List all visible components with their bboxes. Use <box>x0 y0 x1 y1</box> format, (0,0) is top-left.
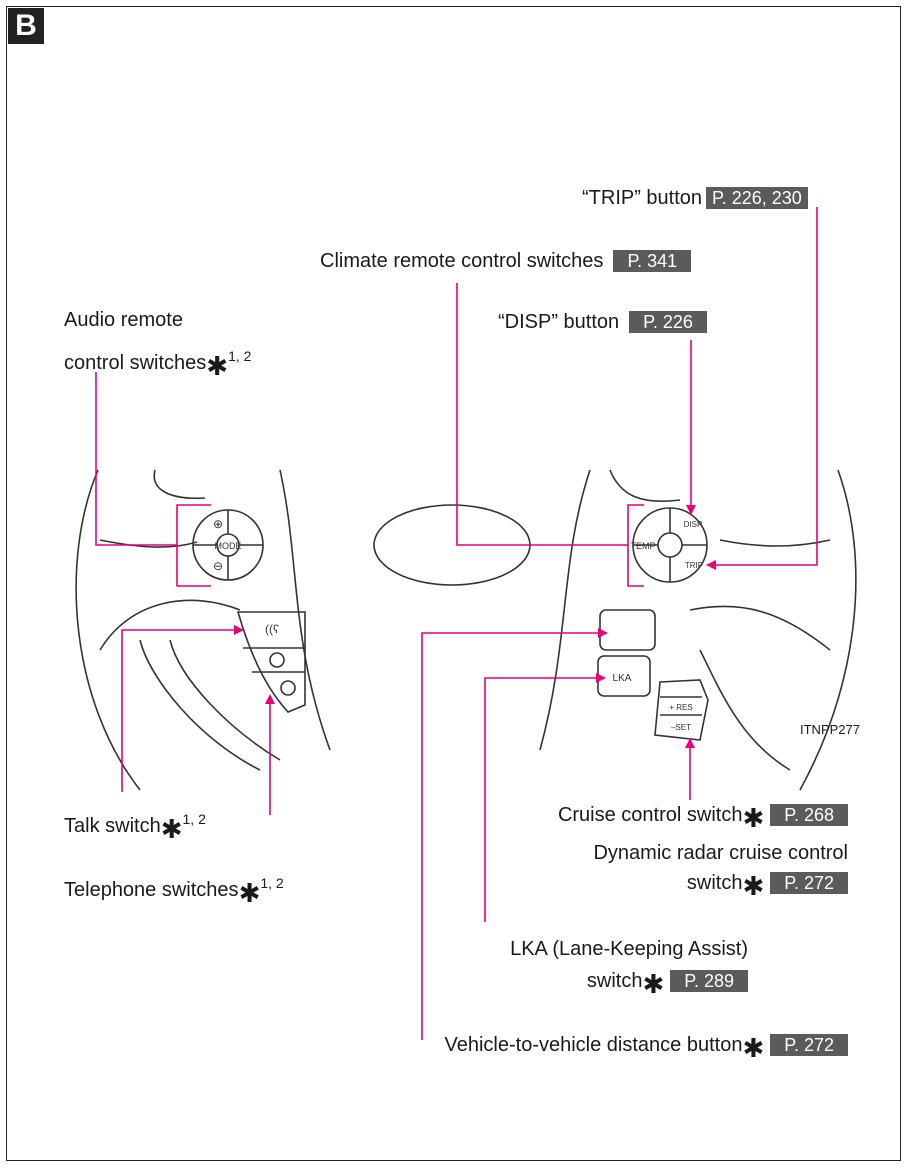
page-frame <box>6 6 901 1161</box>
disp-arrow <box>686 505 696 515</box>
cruise-callout: Cruise control switch✱P. 268 <box>557 804 848 831</box>
audio-leader <box>95 372 177 546</box>
wheel-left-grip2 <box>169 639 281 761</box>
audio-bracket <box>176 504 211 587</box>
disp-callout: “DISP” button P. 226 <box>498 311 707 333</box>
trip-arrow <box>706 560 716 570</box>
distance-leader <box>421 632 600 1040</box>
talk-asterisk: ✱ <box>160 814 183 844</box>
cruise-asterisk: ✱ <box>742 803 765 833</box>
talk-note: 1, 2 <box>182 811 206 827</box>
wheel-right-hub <box>539 469 591 751</box>
wheel-right-grip <box>699 649 791 771</box>
radar-callout-line2: switch✱P. 272 <box>686 872 848 899</box>
trip-leader <box>714 207 818 566</box>
telephone-arrow <box>265 694 275 704</box>
distance-page-ref[interactable]: P. 272 <box>770 1034 848 1056</box>
wheel-right-inner <box>609 469 681 502</box>
talk-arrow <box>234 625 244 635</box>
trip-label: TRIP <box>685 561 703 570</box>
climate-callout: Climate remote control switches P. 341 <box>320 250 692 272</box>
trip-page-ref[interactable]: P. 226, 230 <box>706 187 808 209</box>
audio-callout-line1: Audio remote <box>64 309 183 331</box>
lka-asterisk: ✱ <box>642 969 665 999</box>
wheel-right-spoke <box>719 539 831 547</box>
audio-callout-line2: control switches✱1, 2 <box>64 345 252 379</box>
audio-note: 1, 2 <box>228 348 252 364</box>
talk-icon: ((ʕ <box>265 622 279 636</box>
cruise-page-ref[interactable]: P. 268 <box>770 804 848 826</box>
lka-leader <box>484 677 598 922</box>
audio-asterisk: ✱ <box>206 351 229 381</box>
lka-label: LKA <box>613 673 632 684</box>
disp-page-ref[interactable]: P. 226 <box>629 311 707 333</box>
figure-code: ITNPP277 <box>800 722 860 737</box>
wheel-left-hub <box>279 469 331 751</box>
talk-callout: Talk switch✱1, 2 <box>64 808 206 842</box>
disp-label-text: “DISP” button <box>498 311 620 333</box>
wheel-left-lower <box>99 599 241 651</box>
radar-callout-line1: Dynamic radar cruise control <box>593 842 848 864</box>
wheel-right-rim <box>799 469 857 791</box>
set-label: –SET <box>671 723 691 732</box>
telephone-label-text: Telephone switches <box>64 879 239 901</box>
cruise-label-text: Cruise control switch <box>557 804 743 826</box>
disp-label: DISP <box>684 520 703 529</box>
distance-callout: Vehicle-to-vehicle distance button✱P. 27… <box>444 1034 848 1061</box>
telephone-note: 1, 2 <box>260 875 284 891</box>
res-label: + RES <box>669 703 692 712</box>
climate-page-ref[interactable]: P. 341 <box>613 250 692 272</box>
climate-label-text: Climate remote control switches <box>320 250 604 272</box>
audio-label-text: control switches <box>64 352 207 374</box>
talk-leader <box>121 629 236 792</box>
telephone-asterisk: ✱ <box>238 878 261 908</box>
wheel-left-spoke <box>99 539 198 548</box>
wheel-right-lower <box>689 605 831 651</box>
radar-asterisk: ✱ <box>742 871 765 901</box>
mode-label: MODE <box>215 541 242 551</box>
cruise-arrow <box>685 738 695 748</box>
phone-module <box>236 611 306 713</box>
wheel-left-grip <box>139 639 261 771</box>
distance-label-text: Vehicle-to-vehicle distance button <box>444 1034 743 1056</box>
climate-leader <box>456 283 628 546</box>
wheel-left-rim <box>75 469 141 791</box>
climate-center-button <box>657 532 683 558</box>
lka-label-text: switch <box>586 970 643 992</box>
talk-label-text: Talk switch <box>64 815 161 837</box>
radar-label-text: switch <box>686 872 743 894</box>
section-badge: B <box>8 8 44 44</box>
telephone-callout: Telephone switches✱1, 2 <box>64 872 284 906</box>
temp-label: TEMP <box>630 541 655 551</box>
distance-arrow <box>598 628 608 638</box>
distance-button-shape <box>599 609 656 651</box>
distance-asterisk: ✱ <box>742 1033 765 1063</box>
lka-callout-line1: LKA (Lane-Keeping Assist) <box>510 938 748 960</box>
plus-icon: ⊕ <box>213 517 223 531</box>
radar-page-ref[interactable]: P. 272 <box>770 872 848 894</box>
trip-label-text: “TRIP” button <box>582 187 703 209</box>
lka-page-ref[interactable]: P. 289 <box>670 970 748 992</box>
lka-arrow <box>596 673 606 683</box>
lka-callout-line2: switch✱P. 289 <box>586 970 748 997</box>
climate-bracket <box>627 504 644 587</box>
minus-icon: ⊖ <box>213 559 223 573</box>
wheel-left-inner <box>153 469 206 500</box>
cruise-lever <box>654 679 709 741</box>
